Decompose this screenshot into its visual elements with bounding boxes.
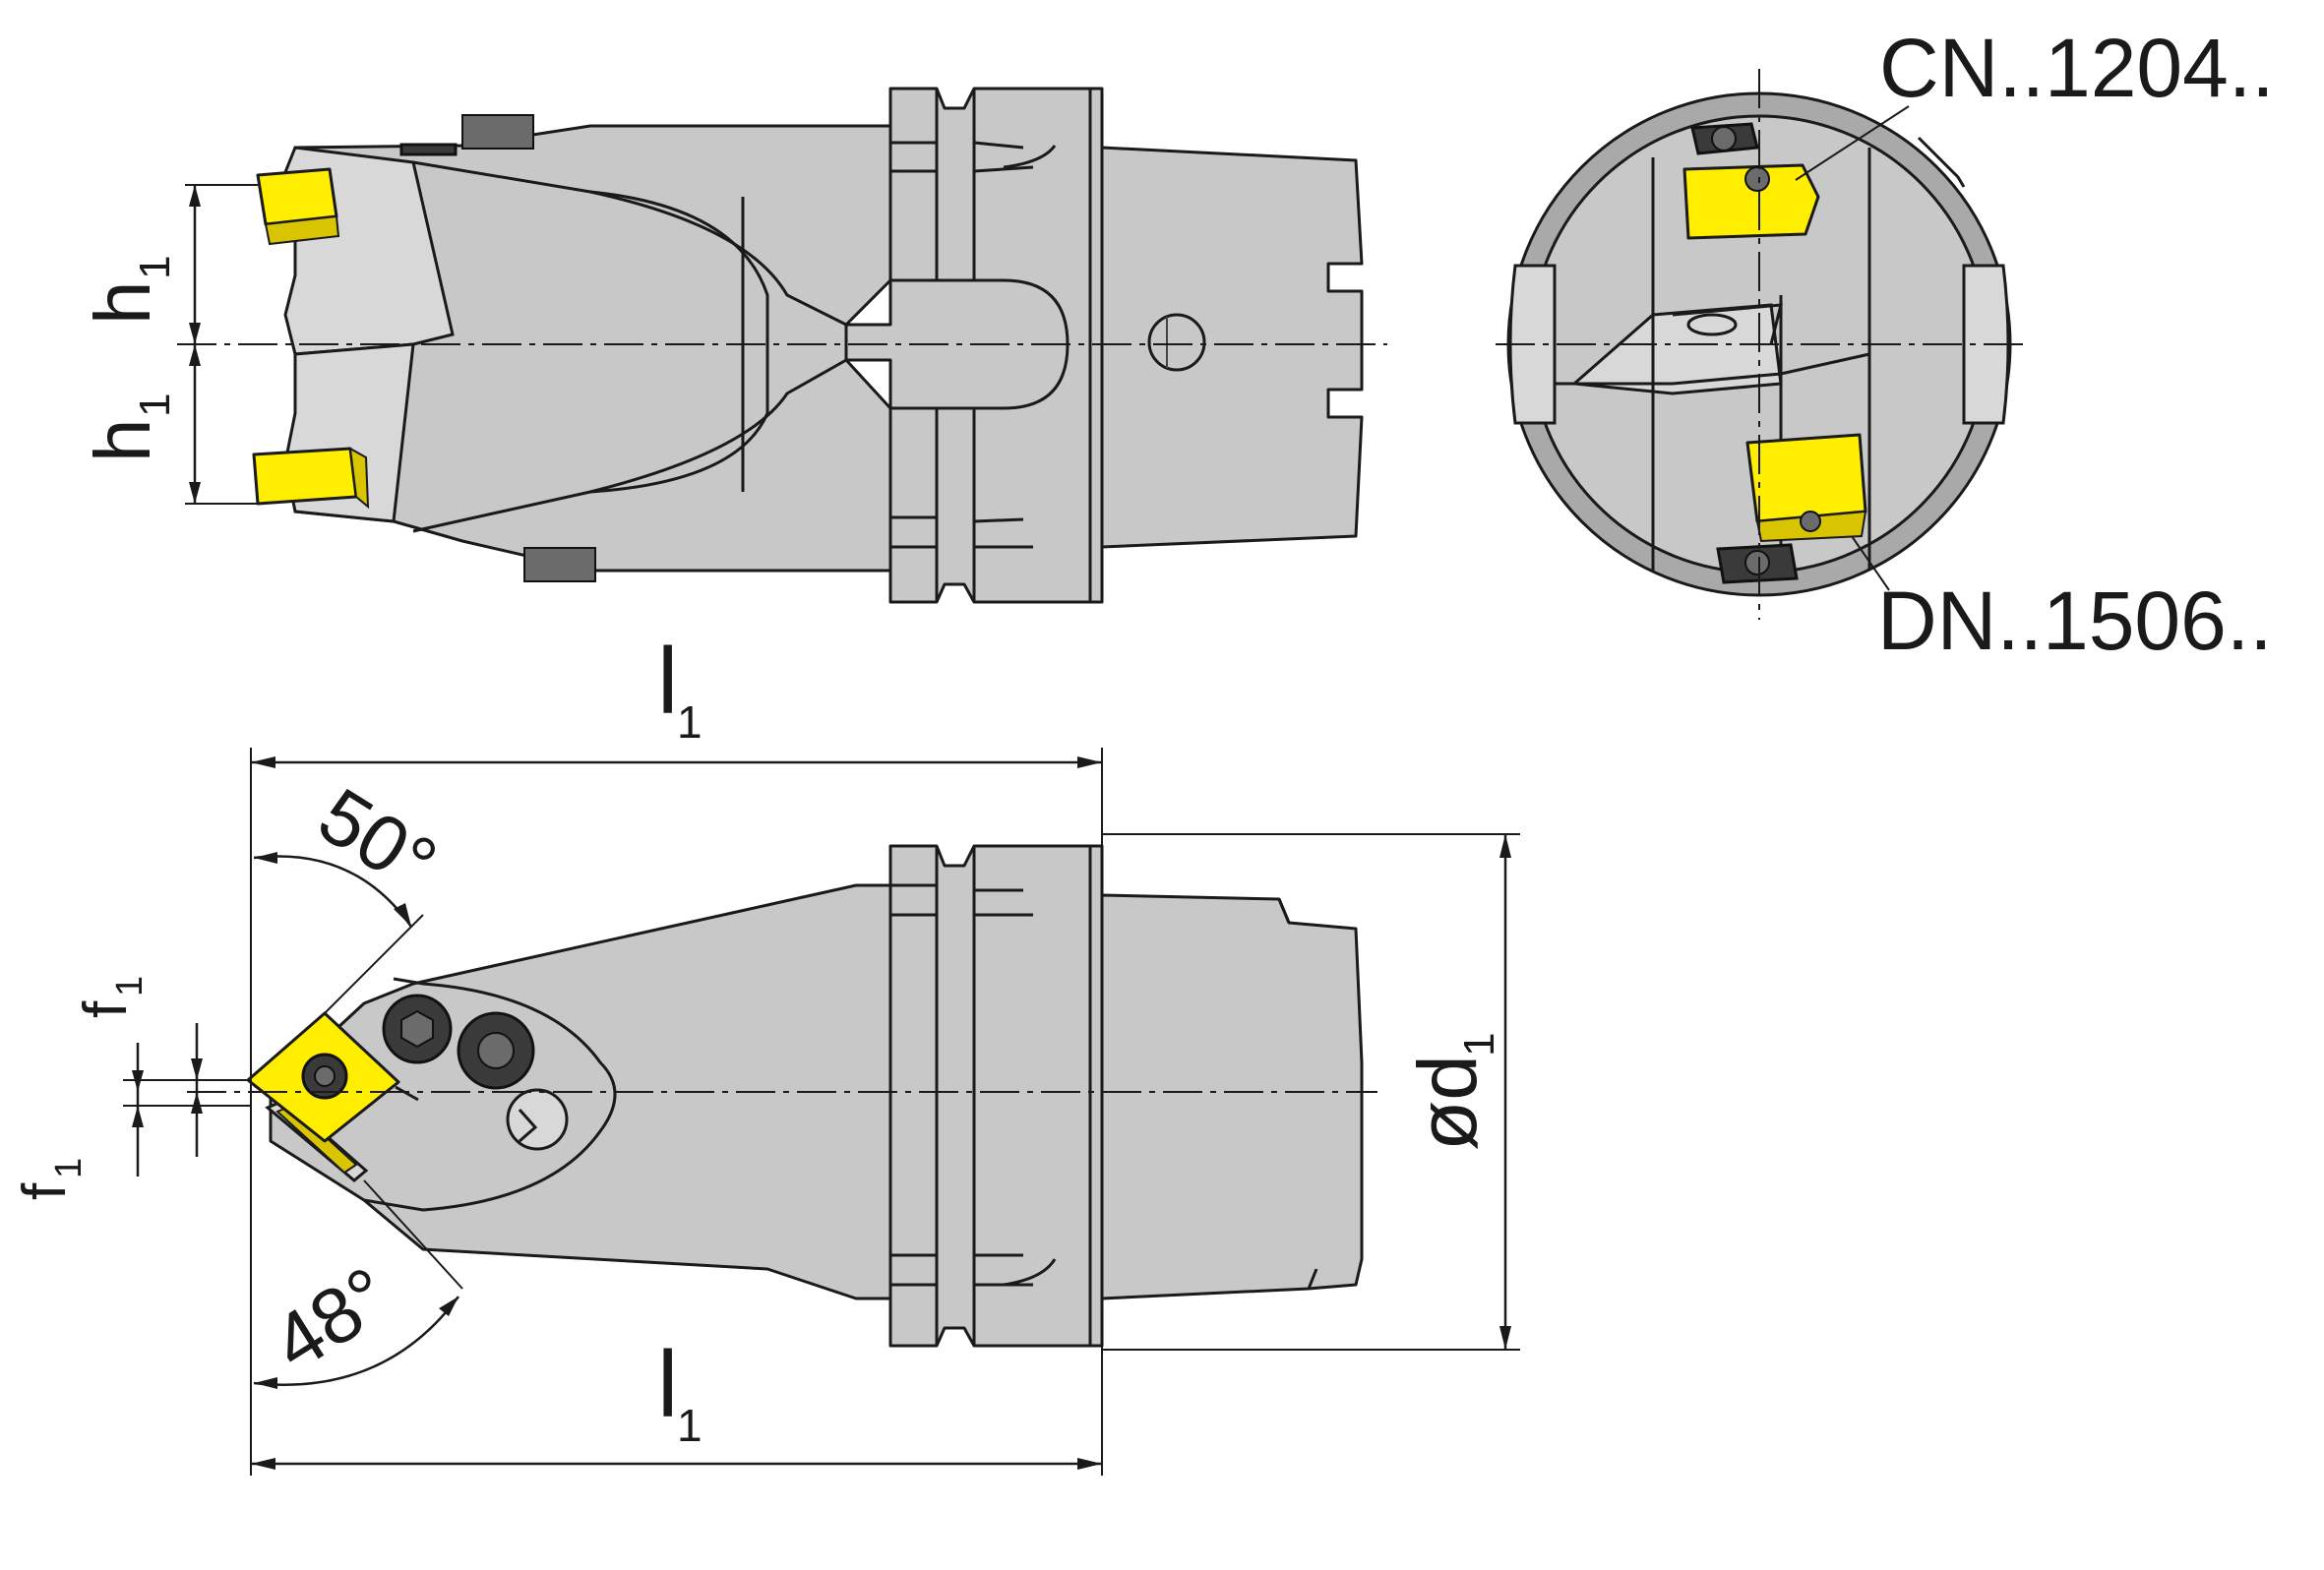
top-clamp-lower [523, 547, 596, 582]
h1-upper-subscript: 1 [131, 256, 179, 279]
l1-top-subscript: 1 [677, 696, 703, 748]
angle-bottom-label: 48° [258, 1250, 405, 1388]
leader-top [1795, 105, 1910, 181]
end-screw-bottom [1716, 511, 1821, 584]
top-shank [1100, 146, 1364, 549]
l1-top-label: l [657, 629, 678, 734]
f1-lower-subscript: 1 [48, 1158, 90, 1178]
bottom-shank [1100, 893, 1364, 1300]
end-view [1496, 69, 2023, 620]
end-insert-top [1682, 163, 1820, 240]
l1-bottom-subscript: 1 [677, 1400, 703, 1451]
bottom-flange [888, 844, 1104, 1348]
bottom-clamp-screw-1 [382, 994, 453, 1064]
top-shank-hole [1147, 313, 1206, 372]
top-insert-upper [256, 167, 338, 226]
insert-top-label: CN..1204.. [1879, 22, 2275, 114]
bottom-plan-view [123, 748, 1520, 1476]
leader-bottom [1851, 535, 1890, 591]
bottom-clamp-screw-2 [457, 1011, 535, 1090]
h1-upper-label: h [79, 281, 166, 326]
f1-lower-label: f [11, 1182, 79, 1200]
top-insert-lower-shade [348, 447, 370, 510]
od1-subscript: 1 [1455, 1033, 1503, 1057]
l1-bottom-label: l [657, 1332, 678, 1437]
insert-bottom-label: DN..1506.. [1877, 574, 2273, 667]
end-screw-top [1690, 122, 1770, 192]
h1-lower-subscript: 1 [131, 393, 179, 417]
angle-top-label: 50° [304, 771, 452, 909]
top-side-view [177, 87, 1387, 604]
top-insert-lower [252, 447, 358, 506]
f1-upper-subscript: 1 [109, 976, 151, 996]
f1-upper-label: f [72, 1000, 140, 1018]
bottom-clamp-screw-3 [506, 1088, 569, 1151]
h1-lower-label: h [79, 419, 166, 463]
end-insert-bottom [1745, 433, 1867, 523]
od1-label: ød [1401, 1055, 1494, 1151]
top-clamp-upper [461, 114, 534, 150]
top-insert-upper-shade [264, 214, 340, 246]
